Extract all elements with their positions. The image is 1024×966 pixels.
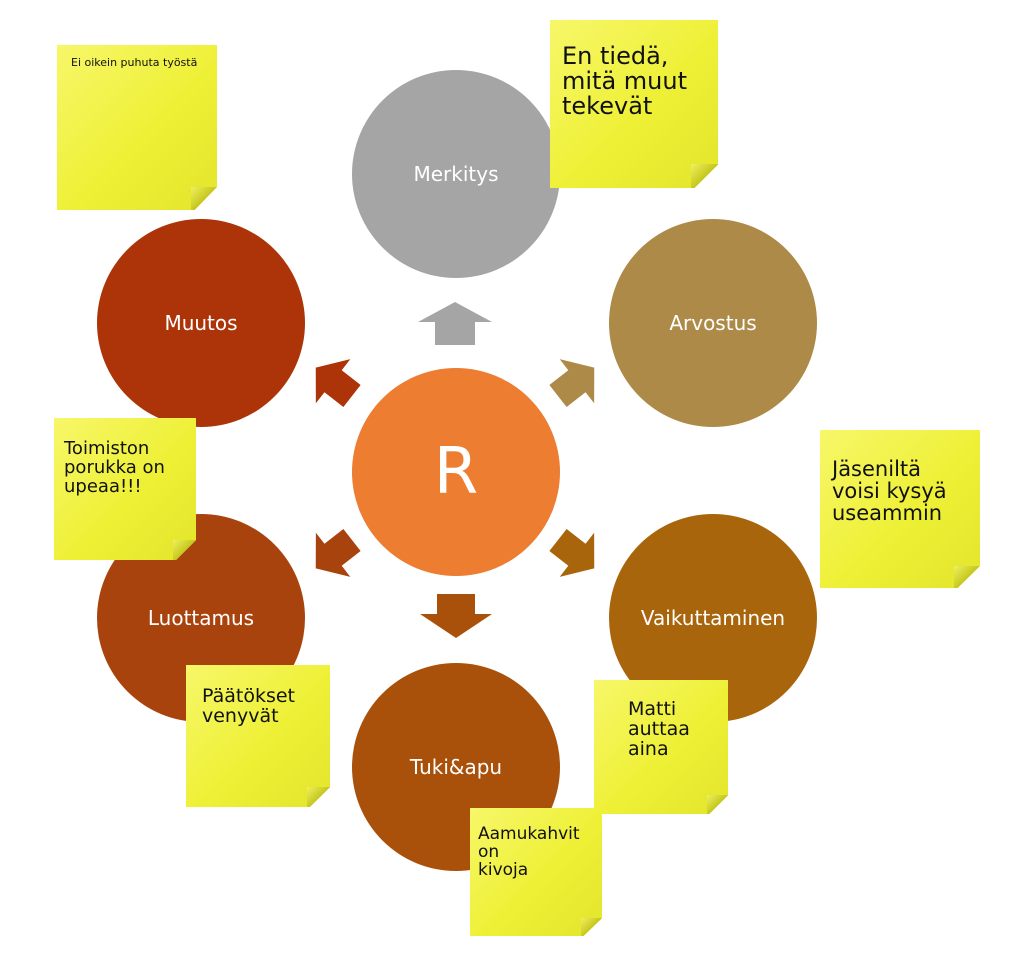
sticky-note-matti: Matti auttaa aina	[594, 680, 728, 814]
sticky-note-text: Aamukahvit on kivoja	[478, 824, 580, 880]
sticky-note-text: Toimiston porukka on upeaa!!!	[64, 438, 165, 497]
center-circle: R	[352, 368, 560, 576]
sticky-note-toimiston: Toimiston porukka on upeaa!!!	[54, 418, 196, 560]
sticky-note-ei-oikein: Ei oikein puhuta työstä	[57, 45, 217, 210]
sticky-note-paatokset: Päätökset venyvät	[186, 665, 330, 807]
circle-label-muutos: Muutos	[164, 311, 238, 335]
circle-label-merkitys: Merkitys	[413, 162, 499, 186]
sticky-note-en-tieda: En tiedä, mitä muut tekevät	[550, 20, 718, 188]
circle-label-vaikuttaminen: Vaikuttaminen	[640, 606, 786, 630]
circle-muutos: Muutos	[97, 219, 305, 427]
sticky-note-text: Ei oikein puhuta työstä	[71, 56, 198, 69]
arrow-upper-right	[549, 359, 595, 408]
circle-merkitys: Merkitys	[352, 70, 560, 278]
sticky-note-aamukahvit: Aamukahvit on kivoja	[470, 808, 602, 936]
arrow-up	[418, 302, 492, 345]
sticky-note-text: En tiedä, mitä muut tekevät	[562, 42, 688, 121]
sticky-note-text: Jäseniltä voisi kysyä useammin	[832, 457, 947, 526]
circle-label-arvostus: Arvostus	[669, 311, 757, 335]
sticky-note-text: Matti auttaa aina	[628, 698, 690, 760]
arrow-lower-left	[315, 528, 361, 577]
arrow-down	[420, 594, 492, 638]
sticky-note-jasenilta: Jäseniltä voisi kysyä useammin	[820, 430, 980, 588]
center-label: R	[433, 435, 479, 509]
circle-label-luottamus: Luottamus	[147, 606, 255, 630]
circle-arvostus: Arvostus	[609, 219, 817, 427]
arrow-lower-right	[549, 528, 595, 577]
sticky-note-text: Päätökset venyvät	[202, 685, 296, 727]
arrow-upper-left	[315, 359, 361, 408]
circle-label-tuki-apu: Tuki&apu	[409, 755, 503, 779]
